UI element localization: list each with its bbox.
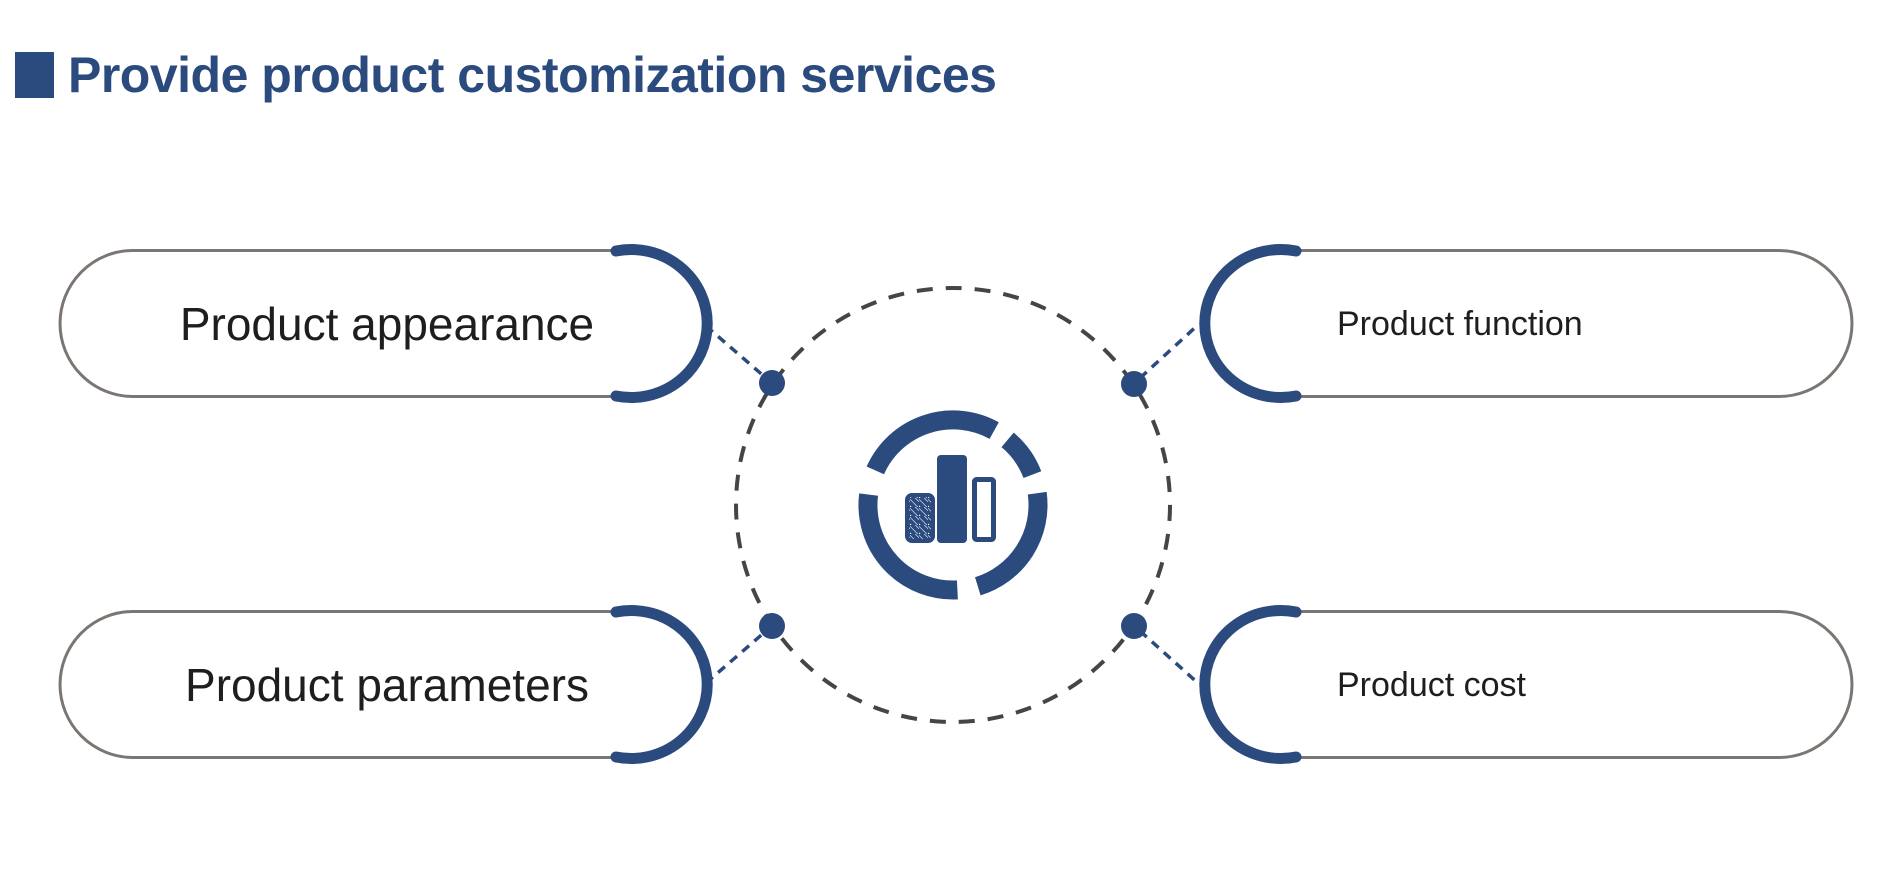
pill-blue-arc-icon (610, 605, 713, 764)
dot-top-left (759, 370, 785, 396)
circle-node-dots (759, 370, 1147, 639)
title-square-bullet-icon (15, 52, 54, 98)
pill-outline-graphic (1199, 605, 1854, 764)
pill-outline-graphic (1199, 244, 1854, 403)
node-label: Product parameters (185, 659, 589, 711)
dot-bottom-left (759, 613, 785, 639)
pill-blue-arc-icon (1199, 605, 1302, 764)
pill-blue-arc-icon (610, 244, 713, 403)
dot-top-right (1121, 371, 1147, 397)
dot-bottom-right (1121, 613, 1147, 639)
node-label: Product function (1337, 304, 1583, 343)
node-product-parameters: Product parameters (57, 605, 717, 764)
bar-hatched (905, 493, 935, 543)
node-label: Product cost (1337, 665, 1526, 704)
pill-outline-graphic (58, 244, 713, 403)
dashed-circle (734, 286, 1172, 724)
page-title-row: Provide product customization services (15, 50, 997, 100)
page-title: Provide product customization services (68, 47, 997, 103)
node-product-appearance: Product appearance (57, 244, 717, 403)
pill-outline-graphic (58, 605, 713, 764)
node-product-function: Product function (1195, 244, 1855, 403)
bar-solid (937, 455, 967, 543)
node-label: Product appearance (179, 298, 595, 350)
node-product-cost: Product cost (1195, 605, 1855, 764)
connector-lines (704, 322, 1201, 686)
bar-chart-ring-icon (858, 410, 1048, 600)
bar-outlined (972, 477, 996, 542)
pill-blue-arc-icon (1199, 244, 1302, 403)
